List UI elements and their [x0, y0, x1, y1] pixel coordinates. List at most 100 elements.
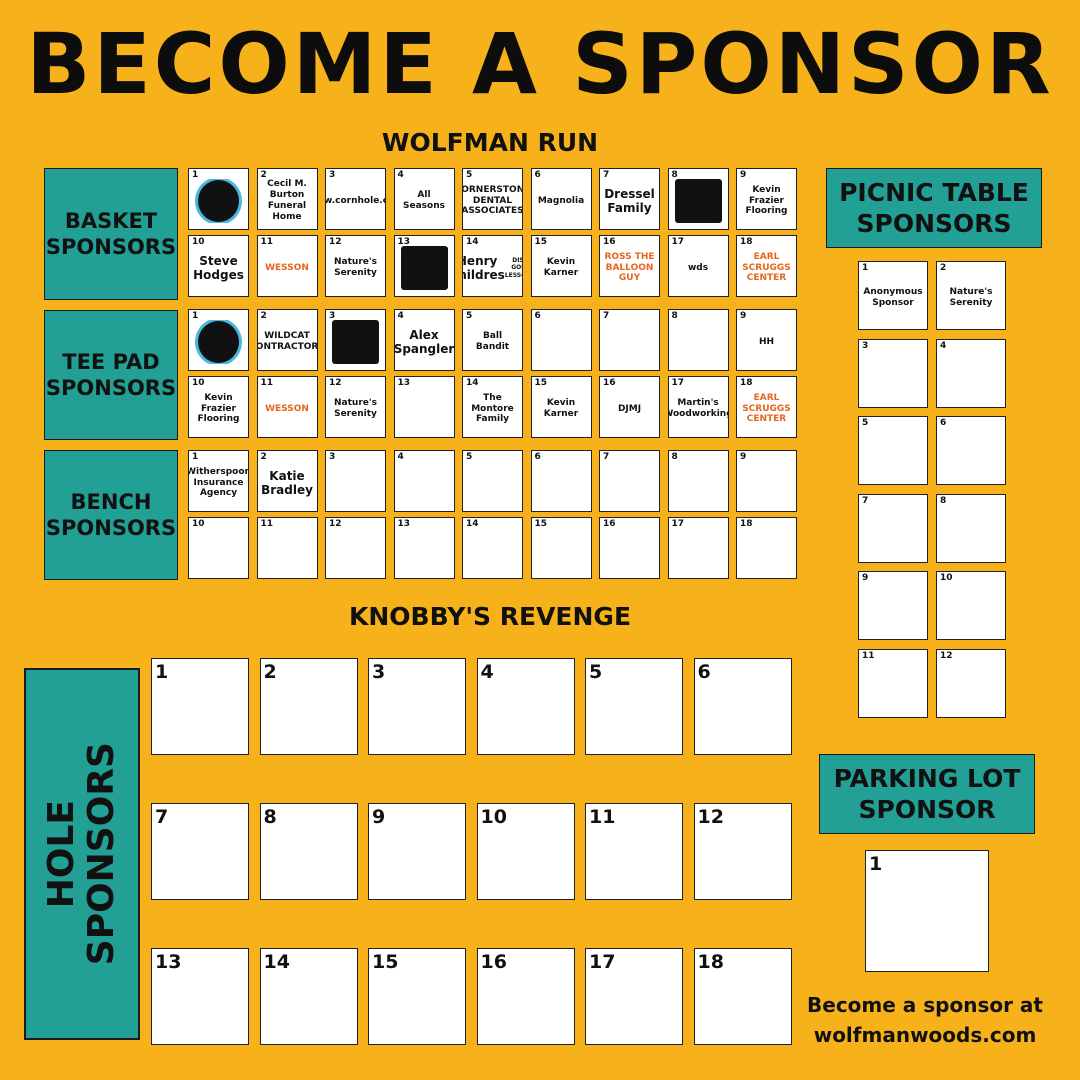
sponsor-slot[interactable]: 12	[325, 517, 386, 579]
sponsor-slot[interactable]: 13	[393, 376, 455, 438]
sponsor-slot[interactable]: 4	[476, 658, 575, 755]
sponsor-slot[interactable]: 2	[259, 658, 358, 755]
sponsor-slot[interactable]: 12	[936, 648, 1006, 718]
sponsor-slot[interactable]: 6	[530, 450, 592, 512]
sponsor-slot[interactable]: 9	[368, 803, 466, 900]
sponsor-slot[interactable]: 6	[693, 658, 792, 755]
sponsor-slot[interactable]: 5CORNERSTONE DENTAL ASSOCIATES	[462, 168, 523, 230]
slot-number: 11	[589, 806, 616, 828]
sponsor-slot[interactable]: 5	[858, 416, 928, 485]
sponsor-slot[interactable]: 14	[462, 517, 523, 579]
sponsor-slot[interactable]: 13	[151, 948, 249, 1045]
sponsor-slot[interactable]: 10	[936, 571, 1006, 640]
balloon-logo: ROSS THE BALLOON GUY	[604, 251, 655, 284]
sponsor-slot[interactable]: 8	[667, 168, 729, 230]
sponsor-slot[interactable]: 17	[585, 948, 683, 1045]
sponsor-slot[interactable]: 11	[256, 517, 318, 579]
slot-number: 8	[671, 452, 678, 462]
slot-number: 15	[534, 519, 548, 529]
sponsor-slot[interactable]: 6	[936, 416, 1006, 485]
sponsor-slot[interactable]: 7	[599, 309, 660, 371]
slot-number: 11	[260, 378, 274, 388]
sponsor-slot[interactable]: 12	[693, 803, 792, 900]
funeral-home-logo: Cecil M. Burton Funeral Home	[267, 179, 307, 222]
sponsor-slot[interactable]: 6	[530, 309, 592, 371]
sponsor-slot[interactable]: 4	[393, 450, 455, 512]
sponsor-slot[interactable]: 14Henry ChildresDISC GOLF LESSONS	[462, 235, 523, 297]
slot-number: 3	[862, 340, 869, 351]
sponsor-slot[interactable]: 5	[462, 450, 523, 512]
sponsor-slot[interactable]: 13	[393, 235, 455, 297]
sponsor-slot[interactable]: 9	[736, 450, 797, 512]
sponsor-slot[interactable]: 10	[188, 517, 249, 579]
sponsor-slot[interactable]: 14	[259, 948, 358, 1045]
slot-number: 14	[466, 519, 479, 529]
sponsor-slot[interactable]: 7	[599, 450, 660, 512]
sponsor-slot[interactable]: 9	[858, 571, 928, 640]
sponsor-slot[interactable]: 1	[151, 658, 249, 755]
slot-number: 16	[603, 378, 616, 388]
sponsor-slot[interactable]: 11	[858, 648, 928, 718]
sponsor-slot[interactable]: 3	[858, 338, 928, 408]
sponsor-slot[interactable]: 16	[476, 948, 575, 1045]
sponsor-slot[interactable]: 3	[368, 658, 466, 755]
sponsor-slot[interactable]: 7	[858, 493, 928, 563]
website-link[interactable]: wolfmanwoods.com	[813, 1023, 1037, 1047]
sponsor-slot[interactable]: 8	[936, 493, 1006, 563]
sponsor-slot[interactable]: 3	[325, 309, 386, 371]
slot-number: 9	[740, 170, 747, 180]
footer-note: Become a sponsor at wolfmanwoods.com	[790, 990, 1060, 1050]
sponsor-slot[interactable]: 7	[151, 803, 249, 900]
sponsor-slot[interactable]: 8	[667, 450, 729, 512]
sponsor-slot[interactable]: 3www.cornhole.com	[325, 168, 386, 230]
sponsor-slot[interactable]: 3	[325, 450, 386, 512]
sponsor-slot[interactable]: 8	[667, 309, 729, 371]
sponsor-slot[interactable]: 18	[736, 517, 797, 579]
sponsor-slot[interactable]: 18	[693, 948, 792, 1045]
sponsor-slot[interactable]: 1	[188, 168, 249, 230]
sponsor-slot[interactable]: 16	[599, 517, 660, 579]
slot-number: 3	[329, 170, 336, 180]
sponsor-slot[interactable]: 17	[667, 517, 729, 579]
sponsor-slot[interactable]: 1	[188, 309, 249, 371]
sponsor-slot[interactable]: 11	[585, 803, 683, 900]
slot-number: 12	[697, 806, 724, 828]
sponsor-name: The Montore Family	[471, 392, 514, 425]
parking-sponsor-slot[interactable]: 1	[865, 850, 989, 972]
sponsor-slot[interactable]: 8	[259, 803, 358, 900]
sponsor-slot[interactable]: 13	[393, 517, 455, 579]
sponsor-slot[interactable]: 5	[585, 658, 683, 755]
sponsor-slot[interactable]: 10	[476, 803, 575, 900]
sponsor-slot[interactable]: 15	[530, 517, 592, 579]
sponsor-slot[interactable]: 15	[368, 948, 466, 1045]
sponsor-slot[interactable]: 4	[936, 338, 1006, 408]
